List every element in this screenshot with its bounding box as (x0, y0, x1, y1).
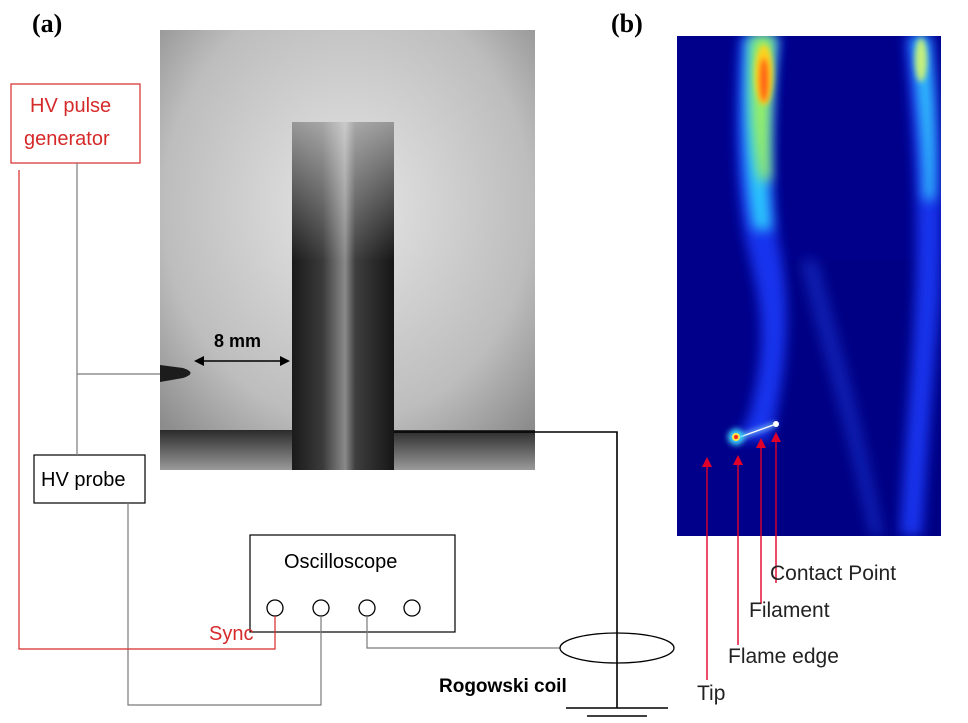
sync-label: Sync (209, 623, 253, 645)
oscilloscope-channel-1 (266, 599, 284, 617)
hv-probe-box (33, 454, 146, 504)
annotation-tip: Tip (697, 682, 725, 705)
hv-probe-label: HV probe (41, 469, 126, 491)
annotation-flame-edge: Flame edge (728, 645, 839, 668)
sync-wiring (18, 170, 276, 650)
annotation-contact-point: Contact Point (770, 562, 896, 585)
panel-a-label: (a) (32, 9, 62, 38)
flame-emission-image (677, 36, 941, 536)
dimension-label: 8 mm (214, 331, 261, 351)
hv-generator-label-line2: generator (24, 128, 110, 150)
electrode-photograph (160, 30, 535, 470)
oscilloscope-channel-2 (312, 599, 330, 617)
oscilloscope-channel-3 (358, 599, 376, 617)
hv-wiring (76, 163, 560, 706)
hv-generator-label-line1: HV pulse (30, 95, 111, 117)
hv-pulse-generator-box (10, 83, 141, 164)
annotation-arrows (702, 432, 781, 680)
needle-electrode (160, 365, 191, 382)
ground-wiring (394, 431, 668, 717)
annotation-filament: Filament (749, 599, 830, 622)
oscilloscope-label: Oscilloscope (284, 551, 397, 573)
rogowski-coil-label: Rogowski coil (439, 676, 567, 697)
oscilloscope-channel-4 (403, 599, 421, 617)
panel-b-label: (b) (611, 9, 643, 38)
rogowski-coil (559, 632, 675, 664)
oscilloscope-box (249, 534, 456, 633)
